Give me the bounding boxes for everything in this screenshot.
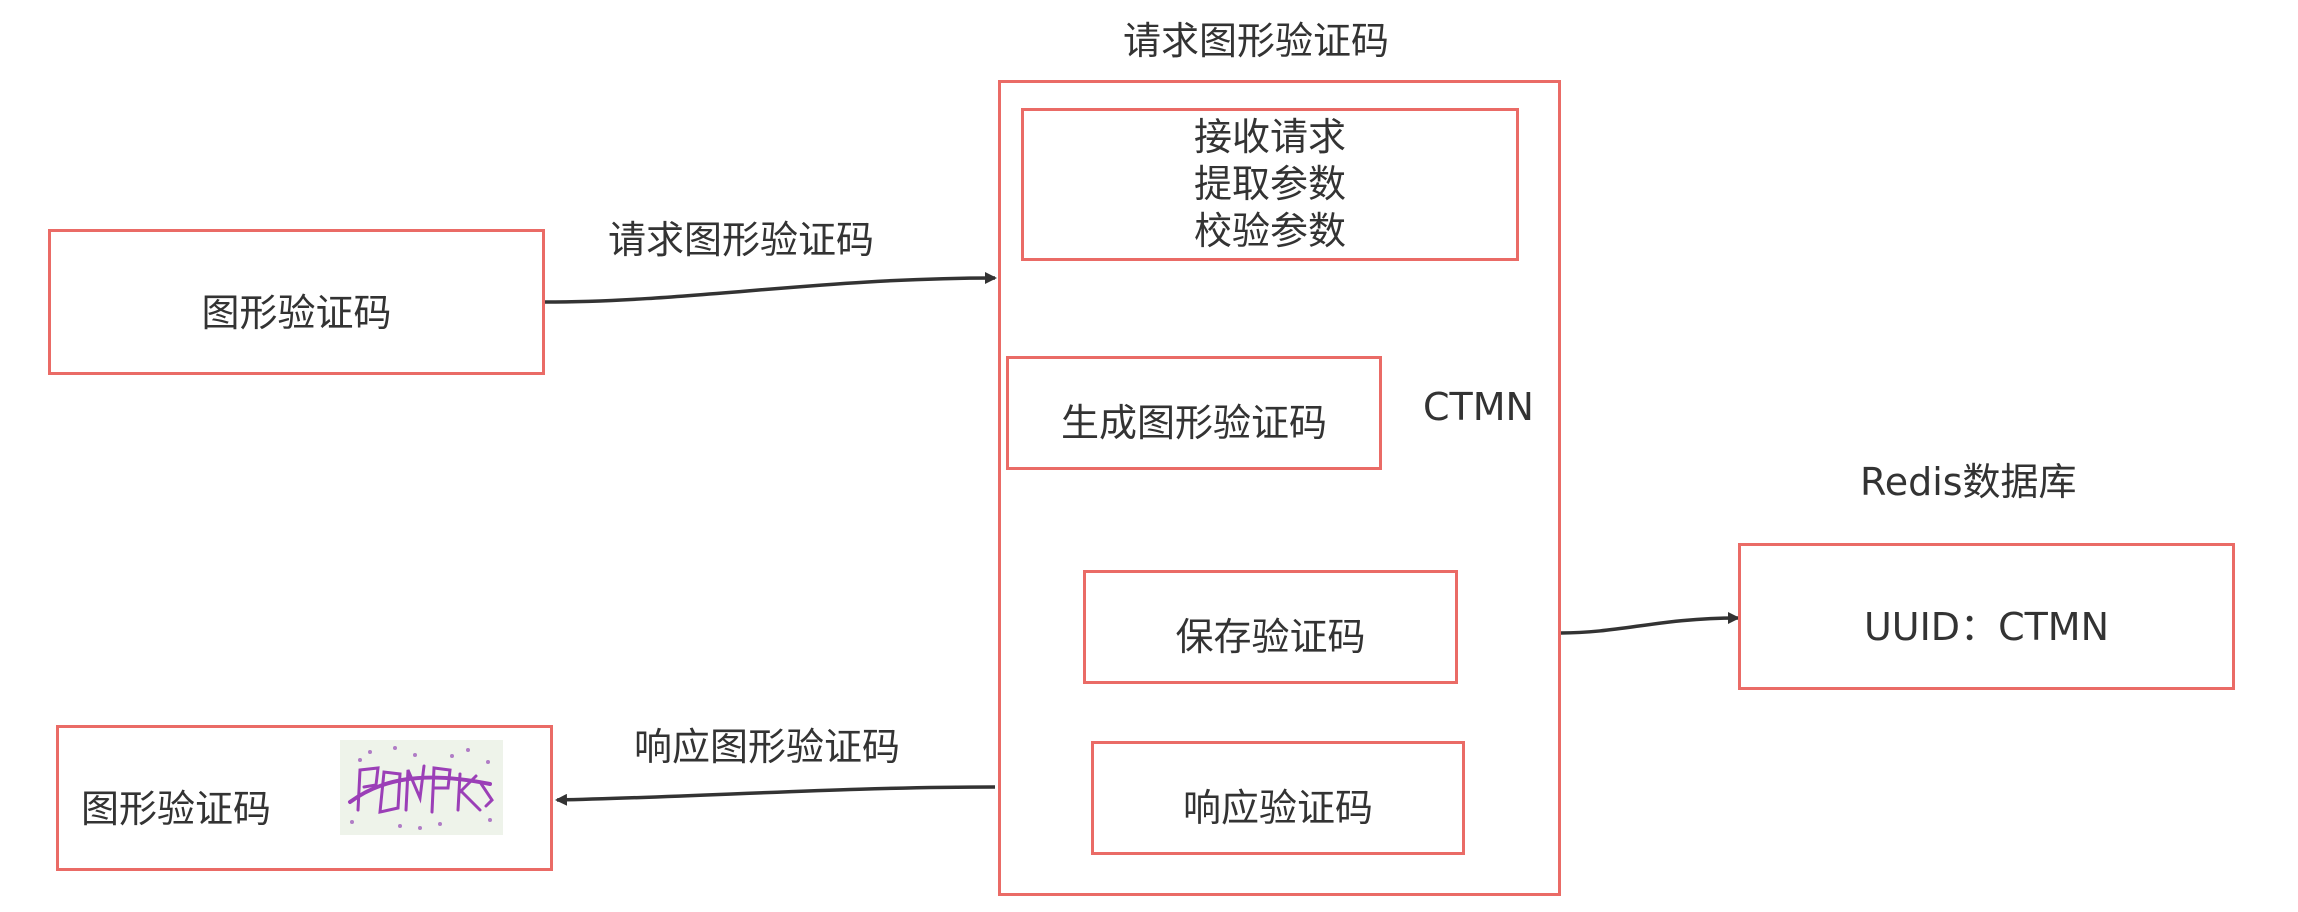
client-request-label: 图形验证码 [201,291,392,335]
save-captcha-label: 保存验证码 [1175,615,1366,659]
client-response-label: 图形验证码 [81,787,272,831]
captcha-code-label: CTMN [1423,385,1534,429]
redis-store-label: UUID：CTMN [1863,605,2110,649]
validate-params-line: 校验参数 [1193,209,1346,253]
extract-params-line: 提取参数 [1193,162,1346,206]
generate-captcha-label: 生成图形验证码 [1060,401,1327,445]
receive-request-lines: 接收请求 提取参数 校验参数 [1024,111,1516,258]
redis-arrow [1560,612,1740,635]
respond-captcha-box: 响应验证码 [1091,741,1465,855]
captcha-image-icon [340,740,503,835]
save-captcha-box: 保存验证码 [1083,570,1458,684]
diagram-title: 请求图形验证码 [1123,19,1390,63]
client-request-box: 图形验证码 [48,229,545,375]
redis-store-box: UUID：CTMN [1738,543,2235,690]
generate-captcha-box: 生成图形验证码 [1006,356,1382,470]
request-arrow-label: 请求图形验证码 [608,218,875,262]
redis-label: Redis数据库 [1860,460,2077,504]
receive-request-line: 接收请求 [1193,115,1346,159]
response-arrow-label: 响应图形验证码 [634,725,901,769]
respond-captcha-label: 响应验证码 [1182,786,1373,830]
response-arrow [555,785,996,806]
request-arrow [544,272,997,304]
receive-request-box: 接收请求 提取参数 校验参数 [1021,108,1519,261]
